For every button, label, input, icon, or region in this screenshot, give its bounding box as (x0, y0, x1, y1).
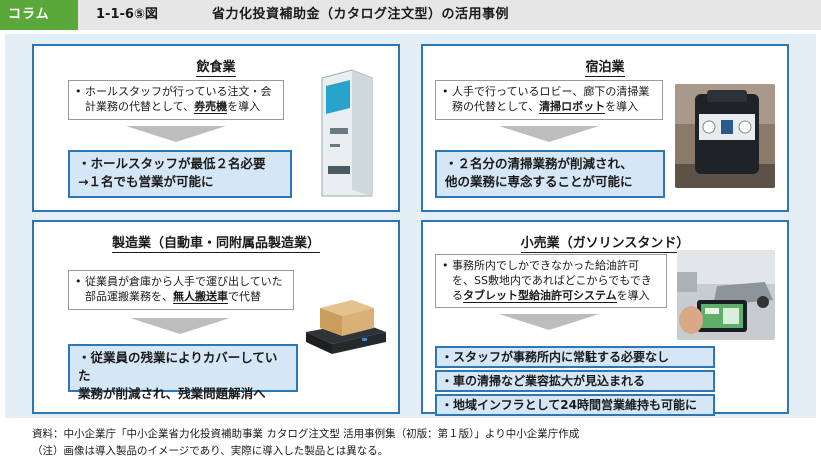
result-line: ・２名分の清掃業務が削減され、 (445, 156, 633, 171)
panel-title: 小売業（ガソリンスタンド） (520, 236, 690, 253)
bullet-text: 事務所内でしかできなかった給油許可を、SS敷地内であればどこからでもできる (452, 259, 652, 302)
result-item: ・車の清掃など業容拡大が見込まれる (435, 370, 715, 392)
bullet-box: • 人手で行っているロビー、廊下の清掃業務の代替として、清掃ロボットを導入 (435, 80, 663, 120)
result-line: ・ホールスタッフが最低２名必要 (78, 156, 266, 171)
result-line: 業務が削減され、残業問題解消へ (78, 386, 266, 401)
product-name: タブレット型給油許可システム (463, 289, 617, 303)
result-line: →１名でも営業が可能に (78, 174, 214, 189)
bullet-dot: • (442, 259, 449, 272)
bullet-text: ホールスタッフが行っている注文・会計業務の代替として、 (85, 85, 272, 113)
down-arrow-icon (499, 126, 599, 142)
result-item: ・スタッフが事務所内に常駐する必要なし (435, 346, 715, 368)
bullet-dot: • (442, 85, 449, 98)
ticket-vending-machine-icon (321, 69, 373, 197)
panel-title: 飲食業 (196, 60, 236, 77)
bullet-box: • ホールスタッフが行っている注文・会計業務の代替として、券売機を導入 (68, 80, 284, 120)
down-arrow-icon (126, 126, 226, 142)
result-box: ・２名分の清掃業務が削減され、 他の業務に専念することが可能に (435, 150, 665, 198)
bullet-box: • 従業員が倉庫から人手で運び出していた部品運搬業務を、無人搬送車で代替 (68, 270, 294, 310)
bullet-dot: • (75, 275, 82, 288)
tablet-refuel-photo (677, 250, 775, 340)
figure-number: 1-1-6⑤図 (96, 7, 158, 22)
result-line: ・従業員の残業によりカバーしていた (78, 350, 278, 383)
bullet-text: 人手で行っているロビー、廊下の清掃業務の代替として、 (452, 85, 650, 113)
cleaning-robot-photo (675, 84, 775, 188)
panel-food: 飲食業 • ホールスタッフが行っている注文・会計業務の代替として、券売機を導入 … (32, 44, 400, 212)
source-note: 資料：中小企業庁「中小企業省力化投資補助事業 カタログ注文型 活用事例集（初版：… (32, 428, 580, 440)
panel-retail: 小売業（ガソリンスタンド） • 事務所内でしかできなかった給油許可を、SS敷地内… (421, 220, 789, 416)
bullet-dot: • (75, 85, 82, 98)
result-item: ・地域インフラとして24時間営業維持も可能に (435, 394, 715, 416)
header-bar: コラム 1-1-6⑤図 省力化投資補助金（カタログ注文型）の活用事例 (0, 0, 821, 30)
product-name: 無人搬送車 (173, 290, 228, 304)
bullet-text: 従業員が倉庫から人手で運び出していた部品運搬業務を、 (85, 275, 283, 303)
panel-title: 製造業（自動車・同附属品製造業） (111, 236, 320, 253)
panel-manufacturing: 製造業（自動車・同附属品製造業） • 従業員が倉庫から人手で運び出していた部品運… (32, 220, 400, 414)
panel-lodging: 宿泊業 • 人手で行っているロビー、廊下の清掃業務の代替として、清掃ロボットを導… (421, 44, 789, 212)
result-box: ・ホールスタッフが最低２名必要 →１名でも営業が可能に (68, 150, 292, 198)
image-note: （注）画像は導入製品のイメージであり、実際に導入した製品とは異なる。 (32, 445, 389, 457)
down-arrow-icon (130, 318, 230, 334)
product-name: 清掃ロボット (539, 100, 606, 114)
down-arrow-icon (499, 314, 599, 330)
product-name: 券売機 (194, 100, 228, 114)
automated-guided-vehicle-icon (306, 300, 386, 354)
column-tag: コラム (0, 0, 78, 30)
result-line: 他の業務に専念することが可能に (445, 174, 633, 189)
result-box: ・従業員の残業によりカバーしていた 業務が削減され、残業問題解消へ (68, 344, 298, 401)
bullet-box: • 事務所内でしかできなかった給油許可を、SS敷地内であればどこからでもできるタ… (435, 254, 667, 308)
page-title: 省力化投資補助金（カタログ注文型）の活用事例 (212, 7, 510, 22)
panel-title: 宿泊業 (585, 60, 625, 77)
